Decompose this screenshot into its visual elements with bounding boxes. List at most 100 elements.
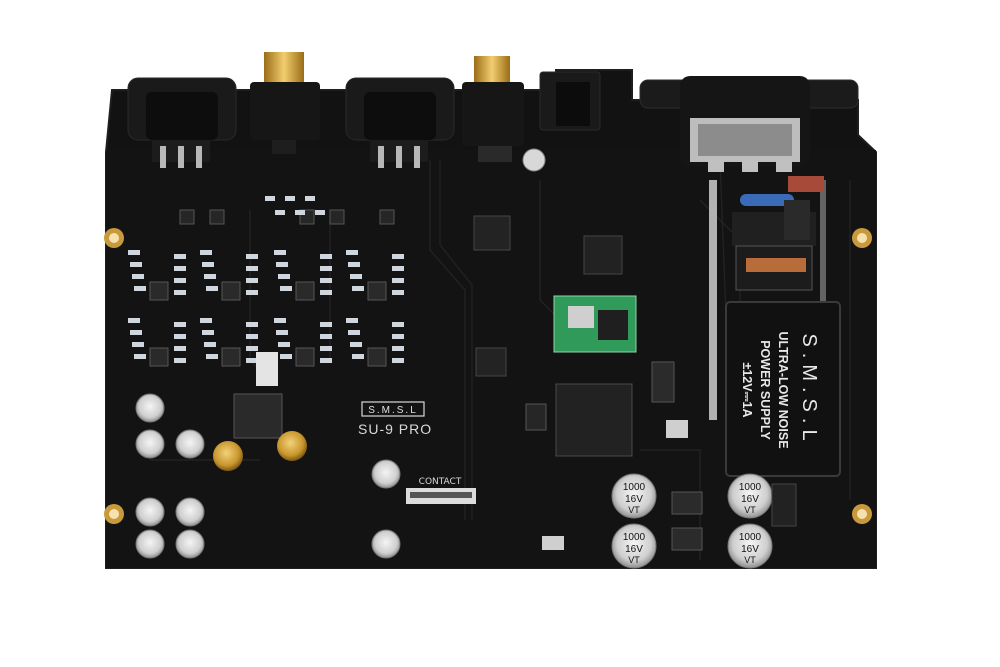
resistor — [295, 210, 305, 215]
opamp-chip — [367, 281, 387, 301]
resistor — [128, 250, 140, 255]
opamp-chip — [221, 347, 241, 367]
dac-chip — [233, 352, 283, 439]
resistor — [174, 254, 186, 259]
small-capacitor — [135, 529, 165, 559]
resistor — [132, 274, 144, 279]
resistor — [348, 330, 360, 335]
resistor — [274, 318, 286, 323]
capacitor-value: 1000 — [739, 532, 762, 543]
resistor — [392, 254, 404, 259]
capacitor-value: 1000 — [623, 482, 646, 493]
ic — [379, 209, 395, 225]
small-capacitor — [175, 429, 205, 459]
ic — [525, 403, 547, 431]
capacitor-blue — [740, 194, 794, 206]
resistor — [275, 210, 285, 215]
capacitor-voltage: 16V — [625, 494, 643, 505]
silkscreen-model: SU-9 PRO — [358, 421, 432, 437]
ic — [473, 215, 511, 251]
mounting-hole-icon — [104, 228, 872, 524]
led-indicator — [522, 148, 546, 172]
resistor — [305, 196, 315, 201]
input-jack — [539, 71, 601, 131]
gold-capacitor — [277, 431, 307, 461]
resistor — [278, 274, 290, 279]
inductor — [671, 491, 703, 515]
opamp-chip — [149, 281, 169, 301]
resistor — [200, 318, 212, 323]
silkscreen-brand-box — [361, 401, 425, 417]
opamp-chip — [221, 281, 241, 301]
resistor — [352, 286, 364, 291]
resistor — [392, 278, 404, 283]
ic — [651, 361, 675, 403]
capacitor-value: 1000 — [623, 532, 646, 543]
rca-connector-2 — [462, 56, 524, 162]
small-capacitor — [135, 393, 165, 423]
small-capacitors — [135, 393, 401, 559]
resistor — [200, 250, 212, 255]
ic — [209, 209, 225, 225]
gold-capacitor — [213, 441, 243, 471]
opamp-chip — [149, 347, 169, 367]
fuse — [788, 176, 824, 192]
resistor — [246, 266, 258, 271]
resistor — [285, 196, 295, 201]
resistor — [320, 254, 332, 259]
resistor — [392, 266, 404, 271]
resistor — [174, 266, 186, 271]
small-capacitor — [175, 529, 205, 559]
capacitor-series: VT — [628, 505, 640, 515]
resistor — [246, 346, 258, 351]
ic — [666, 420, 688, 438]
contact-label: CONTACT — [419, 477, 462, 487]
resistor — [392, 358, 404, 363]
main-processor — [555, 383, 633, 457]
power-module-line1: ULTRA-LOW NOISE — [776, 331, 790, 448]
power-module-line3: ±12V⎓1A — [740, 362, 754, 417]
resistor — [128, 318, 140, 323]
resistor — [134, 354, 146, 359]
resistor — [278, 342, 290, 347]
ic — [179, 209, 195, 225]
resistor — [315, 210, 325, 215]
small-capacitor — [175, 497, 205, 527]
resistor — [346, 250, 358, 255]
resistor — [202, 330, 214, 335]
xlr-connector-right — [345, 77, 455, 168]
small-capacitor — [135, 429, 165, 459]
resistor — [346, 318, 358, 323]
resistor — [276, 262, 288, 267]
opamp-chip — [367, 347, 387, 367]
power-module-brand: S.M.S.L — [798, 333, 820, 446]
resistor — [320, 290, 332, 295]
resistor-field — [128, 196, 404, 363]
inductor — [671, 527, 703, 551]
capacitor-series: VT — [744, 555, 756, 565]
rca-connector-1 — [250, 52, 320, 154]
power-module-line2: POWER SUPPLY — [758, 340, 772, 440]
capacitor-voltage: 16V — [625, 544, 643, 555]
usb-chip — [583, 235, 623, 275]
resistor — [174, 334, 186, 339]
ic — [771, 483, 797, 527]
resistor — [174, 322, 186, 327]
resistor — [274, 250, 286, 255]
resistor — [320, 322, 332, 327]
resistor — [348, 262, 360, 267]
opamp-chip — [295, 347, 315, 367]
resistor — [350, 274, 362, 279]
resistor — [246, 322, 258, 327]
resistor — [350, 342, 362, 347]
capacitor-voltage: 16V — [741, 494, 759, 505]
resistor — [392, 322, 404, 327]
resistor — [392, 290, 404, 295]
resistor — [174, 346, 186, 351]
ic — [475, 347, 507, 377]
resistor — [246, 278, 258, 283]
resistor — [265, 196, 275, 201]
resistor — [246, 334, 258, 339]
